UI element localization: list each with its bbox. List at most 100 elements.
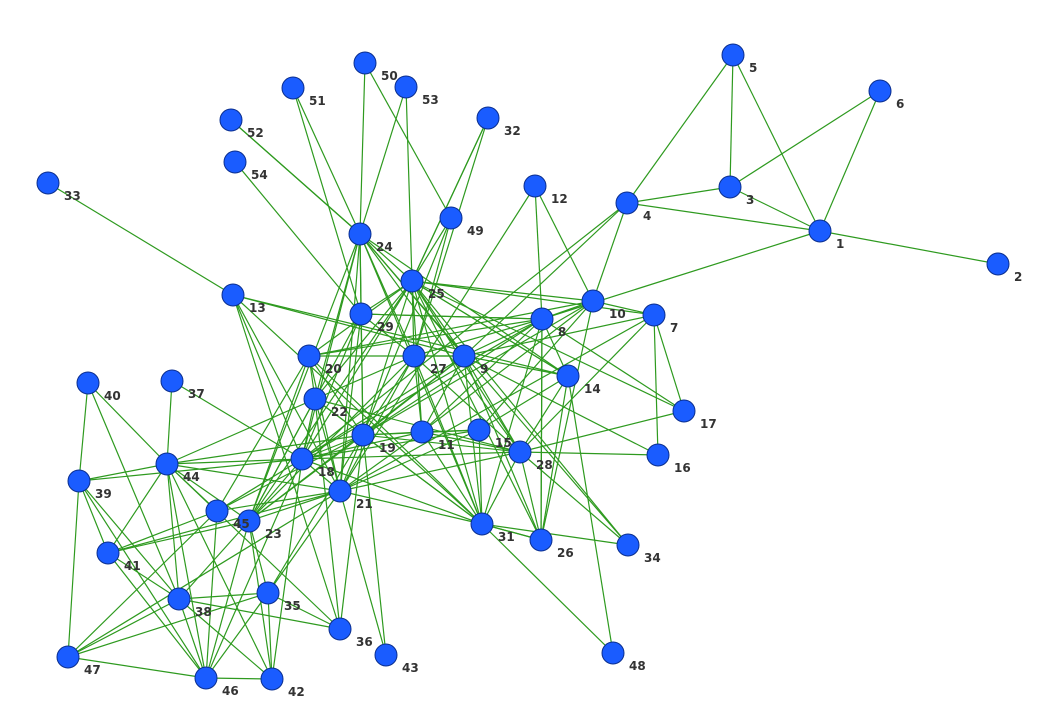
node-3[interactable]: 3	[718, 175, 754, 207]
node-33[interactable]: 33	[36, 171, 81, 203]
node-21[interactable]: 21	[328, 479, 373, 511]
node-circle-53[interactable]	[394, 75, 418, 99]
node-circle-11[interactable]	[410, 420, 434, 444]
node-circle-10[interactable]	[581, 289, 605, 313]
node-34[interactable]: 34	[616, 533, 661, 565]
node-circle-50[interactable]	[353, 51, 377, 75]
node-circle-20[interactable]	[297, 344, 321, 368]
node-23[interactable]: 23	[237, 509, 282, 541]
node-circle-7[interactable]	[642, 303, 666, 327]
node-17[interactable]: 17	[672, 399, 717, 431]
node-12[interactable]: 12	[523, 174, 568, 206]
node-39[interactable]: 39	[67, 469, 112, 501]
node-circle-27[interactable]	[402, 344, 426, 368]
node-35[interactable]: 35	[256, 581, 301, 613]
node-circle-25[interactable]	[400, 269, 424, 293]
node-circle-3[interactable]	[718, 175, 742, 199]
node-26[interactable]: 26	[529, 528, 574, 560]
node-circle-33[interactable]	[36, 171, 60, 195]
node-4[interactable]: 4	[615, 191, 651, 223]
node-8[interactable]: 8	[530, 307, 566, 339]
node-27[interactable]: 27	[402, 344, 447, 376]
node-circle-17[interactable]	[672, 399, 696, 423]
node-circle-24[interactable]	[348, 222, 372, 246]
node-10[interactable]: 10	[581, 289, 626, 321]
node-circle-9[interactable]	[452, 344, 476, 368]
node-6[interactable]: 6	[868, 79, 904, 111]
node-19[interactable]: 19	[351, 423, 396, 455]
node-circle-15[interactable]	[467, 418, 491, 442]
node-circle-1[interactable]	[808, 219, 832, 243]
node-43[interactable]: 43	[374, 643, 419, 675]
node-circle-37[interactable]	[160, 369, 184, 393]
node-48[interactable]: 48	[601, 641, 646, 673]
node-circle-28[interactable]	[508, 440, 532, 464]
node-circle-21[interactable]	[328, 479, 352, 503]
node-circle-14[interactable]	[556, 364, 580, 388]
node-47[interactable]: 47	[56, 645, 101, 677]
node-1[interactable]: 1	[808, 219, 844, 251]
node-24[interactable]: 24	[348, 222, 393, 254]
node-circle-6[interactable]	[868, 79, 892, 103]
node-28[interactable]: 28	[508, 440, 553, 472]
node-20[interactable]: 20	[297, 344, 342, 376]
node-circle-26[interactable]	[529, 528, 553, 552]
node-circle-47[interactable]	[56, 645, 80, 669]
node-circle-49[interactable]	[439, 206, 463, 230]
node-circle-2[interactable]	[986, 252, 1010, 276]
node-14[interactable]: 14	[556, 364, 601, 396]
node-circle-52[interactable]	[219, 108, 243, 132]
node-16[interactable]: 16	[646, 443, 691, 475]
node-circle-44[interactable]	[155, 452, 179, 476]
node-7[interactable]: 7	[642, 303, 678, 335]
node-53[interactable]: 53	[394, 75, 439, 107]
node-circle-54[interactable]	[223, 150, 247, 174]
node-46[interactable]: 46	[194, 666, 239, 698]
node-circle-16[interactable]	[646, 443, 670, 467]
node-circle-42[interactable]	[260, 667, 284, 691]
node-circle-38[interactable]	[167, 587, 191, 611]
node-circle-36[interactable]	[328, 617, 352, 641]
node-22[interactable]: 22	[303, 387, 348, 419]
node-37[interactable]: 37	[160, 369, 205, 401]
node-circle-31[interactable]	[470, 512, 494, 536]
node-11[interactable]: 11	[410, 420, 455, 452]
node-circle-39[interactable]	[67, 469, 91, 493]
node-circle-29[interactable]	[349, 302, 373, 326]
node-52[interactable]: 52	[219, 108, 264, 140]
node-36[interactable]: 36	[328, 617, 373, 649]
node-5[interactable]: 5	[721, 43, 757, 75]
node-50[interactable]: 50	[353, 51, 398, 83]
node-38[interactable]: 38	[167, 587, 212, 619]
node-circle-46[interactable]	[194, 666, 218, 690]
node-45[interactable]: 45	[205, 499, 250, 531]
node-49[interactable]: 49	[439, 206, 484, 238]
node-circle-13[interactable]	[221, 283, 245, 307]
node-circle-19[interactable]	[351, 423, 375, 447]
node-circle-40[interactable]	[76, 371, 100, 395]
node-circle-22[interactable]	[303, 387, 327, 411]
node-29[interactable]: 29	[349, 302, 394, 334]
node-circle-34[interactable]	[616, 533, 640, 557]
node-2[interactable]: 2	[986, 252, 1022, 284]
node-circle-51[interactable]	[281, 76, 305, 100]
node-51[interactable]: 51	[281, 76, 326, 108]
node-circle-45[interactable]	[205, 499, 229, 523]
node-9[interactable]: 9	[452, 344, 488, 376]
node-41[interactable]: 41	[96, 541, 141, 573]
node-circle-48[interactable]	[601, 641, 625, 665]
node-32[interactable]: 32	[476, 106, 521, 138]
node-42[interactable]: 42	[260, 667, 305, 699]
node-25[interactable]: 25	[400, 269, 445, 301]
node-circle-43[interactable]	[374, 643, 398, 667]
node-circle-41[interactable]	[96, 541, 120, 565]
node-circle-18[interactable]	[290, 447, 314, 471]
node-18[interactable]: 18	[290, 447, 335, 479]
node-44[interactable]: 44	[155, 452, 200, 484]
node-circle-4[interactable]	[615, 191, 639, 215]
node-circle-23[interactable]	[237, 509, 261, 533]
node-54[interactable]: 54	[223, 150, 268, 182]
node-circle-8[interactable]	[530, 307, 554, 331]
node-40[interactable]: 40	[76, 371, 121, 403]
node-13[interactable]: 13	[221, 283, 266, 315]
